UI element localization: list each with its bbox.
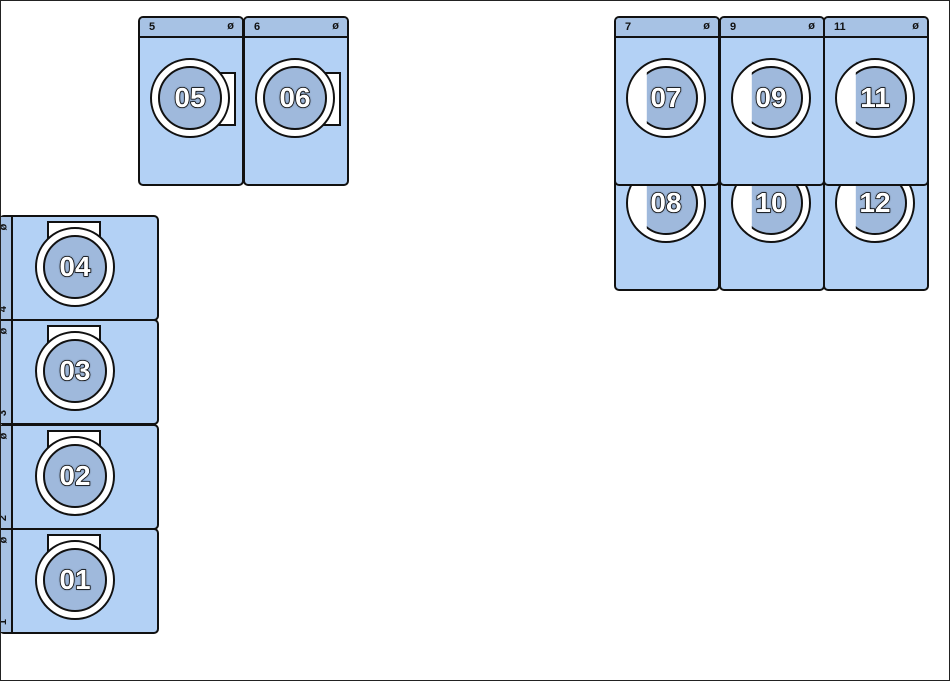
machine-number: 06 [279,81,312,114]
drum-door[interactable]: 05 [150,58,230,138]
machine-id-label: 1 [1,619,9,625]
machine-11[interactable]: 11 ø 11 [823,16,929,186]
machine-07[interactable]: 7 ø 07 [614,16,720,186]
drum-window [43,339,107,403]
machine-id-bar: 9 ø [721,18,823,38]
drum-window [263,66,327,130]
status-symbol: ø [912,20,919,32]
machine-number: 08 [650,186,683,219]
machine-id-label: 11 [834,21,846,33]
machine-id-label: 5 [149,21,156,33]
drum-door[interactable]: 04 [35,227,115,307]
machine-number: 11 [859,81,890,114]
machine-id-bar: 4 ø [1,217,13,319]
drum-window [751,66,803,130]
machine-number: 12 [859,186,892,219]
machine-id-label: 6 [254,21,261,33]
drum-door[interactable]: 01 [35,540,115,620]
machine-number: 09 [755,81,788,114]
machine-id-bar: 1 ø [1,530,13,632]
machine-09[interactable]: 9 ø 09 [719,16,825,186]
machine-id-bar: 6 ø [245,18,347,38]
drum-door[interactable]: 11 [835,58,915,138]
machine-id-bar: 7 ø [616,18,718,38]
drum-window [158,66,222,130]
drum-door[interactable]: 09 [731,58,811,138]
machine-05[interactable]: 5 ø 05 [138,16,244,186]
machine-03[interactable]: 3 ø 03 [1,319,159,425]
status-symbol: ø [1,433,9,440]
status-symbol: ø [1,328,9,335]
machine-06[interactable]: 6 ø 06 [243,16,349,186]
machine-number: 10 [755,186,788,219]
status-symbol: ø [1,537,9,544]
drum-window [43,548,107,612]
machine-number: 07 [650,81,683,114]
status-symbol: ø [227,20,234,32]
machine-id-label: 2 [1,515,9,521]
drum-door[interactable]: 06 [255,58,335,138]
machine-id-label: 4 [1,306,9,312]
machine-id-label: 9 [730,21,737,33]
status-symbol: ø [703,20,710,32]
drum-door[interactable]: 02 [35,436,115,516]
machine-number: 02 [59,459,92,492]
drum-window [855,66,907,130]
status-symbol: ø [808,20,815,32]
machine-number: 03 [59,354,92,387]
status-symbol: ø [332,20,339,32]
machine-number: 04 [59,250,92,283]
machine-id-label: 3 [1,410,9,416]
drum-window [43,444,107,508]
drum-door[interactable]: 03 [35,331,115,411]
drum-door[interactable]: 07 [626,58,706,138]
machine-02[interactable]: 2 ø 02 [1,424,159,530]
machine-id-bar: 3 ø [1,321,13,423]
status-symbol: ø [1,224,9,231]
machine-number: 05 [174,81,207,114]
drum-window [43,235,107,299]
machine-04[interactable]: 4 ø 04 [1,215,159,321]
machine-01[interactable]: 1 ø 01 [1,528,159,634]
machine-id-bar: 2 ø [1,426,13,528]
machine-number: 01 [59,563,92,596]
machine-id-bar: 11 ø [825,18,927,38]
machine-id-bar: 5 ø [140,18,242,38]
drum-window [646,66,698,130]
machine-id-label: 7 [625,21,632,33]
